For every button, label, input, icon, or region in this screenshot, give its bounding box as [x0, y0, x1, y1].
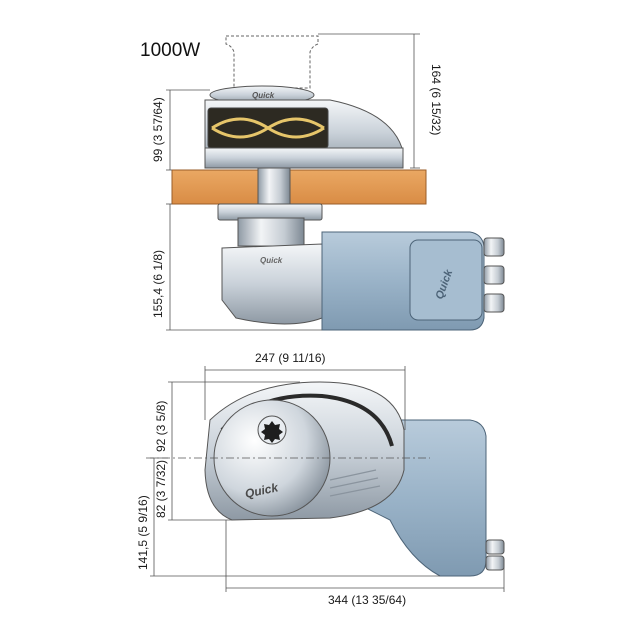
dim-lower-offset — [168, 458, 232, 521]
motor-front-plate — [409, 239, 483, 321]
cap-brand-text: Quick — [252, 91, 275, 100]
dim-total-height — [150, 457, 440, 577]
model-label: 1000W — [140, 40, 200, 61]
dim-total-height-label: 141,5 (5 9/16) — [136, 495, 150, 570]
plan-vent-slots — [329, 469, 381, 497]
shaft-column — [257, 167, 291, 209]
gypsy-gold-pattern — [211, 117, 325, 139]
gearbox-neck — [237, 217, 305, 247]
dim-top-height — [318, 33, 420, 169]
dim-drum-width-label: 247 (9 11/16) — [255, 351, 326, 365]
dim-above-deck-label: 99 (3 57/64) — [151, 97, 165, 162]
dim-top-height-label: 164 (6 15/32) — [429, 64, 443, 135]
gearbox-brand-text: Quick — [260, 256, 283, 265]
deck-wood — [171, 169, 427, 205]
dim-total-length — [225, 520, 505, 592]
dim-lower-offset-label: 82 (3 7/32) — [154, 460, 168, 518]
plan-cable-glands — [485, 539, 505, 571]
dashed-gypsy-outline — [225, 35, 319, 89]
dim-above-deck — [166, 89, 210, 171]
dim-upper-offset-label: 92 (3 5/8) — [154, 401, 168, 452]
dim-upper-offset — [168, 381, 300, 458]
dim-below-deck — [166, 203, 322, 331]
drum-base-plate — [204, 147, 404, 169]
spline-shaft-icon — [261, 421, 283, 443]
dim-below-deck-label: 155,4 (6 1/8) — [151, 250, 165, 318]
cable-glands — [483, 237, 505, 313]
side-elevation-view: 1000W Quick Quick Quick — [140, 33, 505, 331]
dim-total-length-label: 344 (13 35/64) — [328, 593, 406, 607]
plan-view: Quick 247 (9 11/16) 92 (3 5/8) 82 (3 7/3… — [136, 351, 505, 607]
dim-drum-width — [204, 366, 406, 430]
